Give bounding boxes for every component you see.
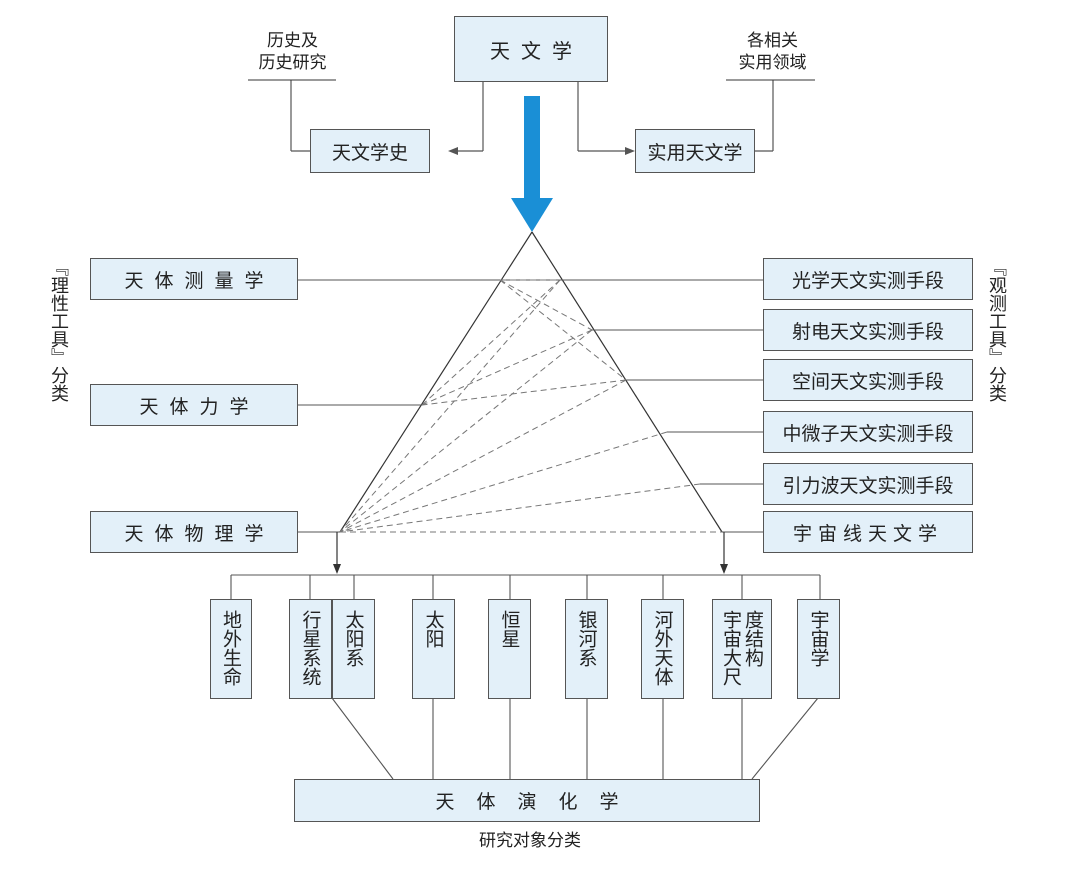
neutrino-method-box: 中微子天文实测手段 [763, 411, 973, 453]
object-sun: 太阳 [412, 599, 455, 699]
space-method-box: 空间天文实测手段 [763, 359, 973, 401]
object-planetary-system: 行星系统 [289, 599, 332, 699]
object-label: 太阳 [422, 610, 445, 648]
object-solar-system: 太阳系 [332, 599, 375, 699]
object-label-continued: 度结构 [742, 610, 764, 667]
object-label: 银河系 [575, 610, 598, 667]
astronomy-box: 天文学 [454, 16, 608, 82]
object-label: 太阳系 [342, 610, 365, 667]
optical-method-box: 光学天文实测手段 [763, 258, 973, 300]
bottom-caption: 研究对象分类 [479, 831, 581, 851]
object-label: 恒星 [498, 610, 521, 648]
right-side-label: 『观测工具』分类 [986, 258, 1007, 402]
radio-method-box: 射电天文实测手段 [763, 309, 973, 351]
astrophysics-box: 天体物理学 [90, 511, 298, 553]
object-label: 河外天体 [651, 610, 674, 686]
celestial-mechanics-box: 天体力学 [90, 384, 298, 426]
history-source-label: 历史及 历史研究 [258, 31, 327, 73]
object-milky-way: 银河系 [565, 599, 608, 699]
object-label: 宇宙学 [807, 610, 830, 667]
down-arrow-head [511, 198, 553, 232]
object-label: 宇宙大尺 [720, 610, 742, 686]
left-side-label: 『理性工具』分类 [48, 258, 69, 402]
practical-astronomy-box: 实用天文学 [635, 129, 755, 173]
cosmic-ray-astronomy-box: 宇宙线天文学 [763, 511, 973, 553]
object-extragalactic: 河外天体 [641, 599, 684, 699]
object-stars: 恒星 [488, 599, 531, 699]
down-arrow-shaft [524, 96, 540, 200]
gravitational-wave-method-box: 引力波天文实测手段 [763, 463, 973, 505]
object-label: 地外生命 [220, 610, 242, 686]
object-label: 行星系统 [299, 610, 322, 686]
astrometry-box: 天体测量学 [90, 258, 298, 300]
practical-source-label: 各相关 实用领域 [738, 31, 807, 73]
object-cosmology: 宇宙学 [797, 599, 840, 699]
object-large-scale-structure: 宇宙大尺 度结构 [712, 599, 772, 699]
object-extraterrestrial-life: 地外生命 [210, 599, 252, 699]
history-of-astronomy-box: 天文学史 [310, 129, 430, 173]
cosmogony-box: 天体演化学 [294, 779, 760, 822]
